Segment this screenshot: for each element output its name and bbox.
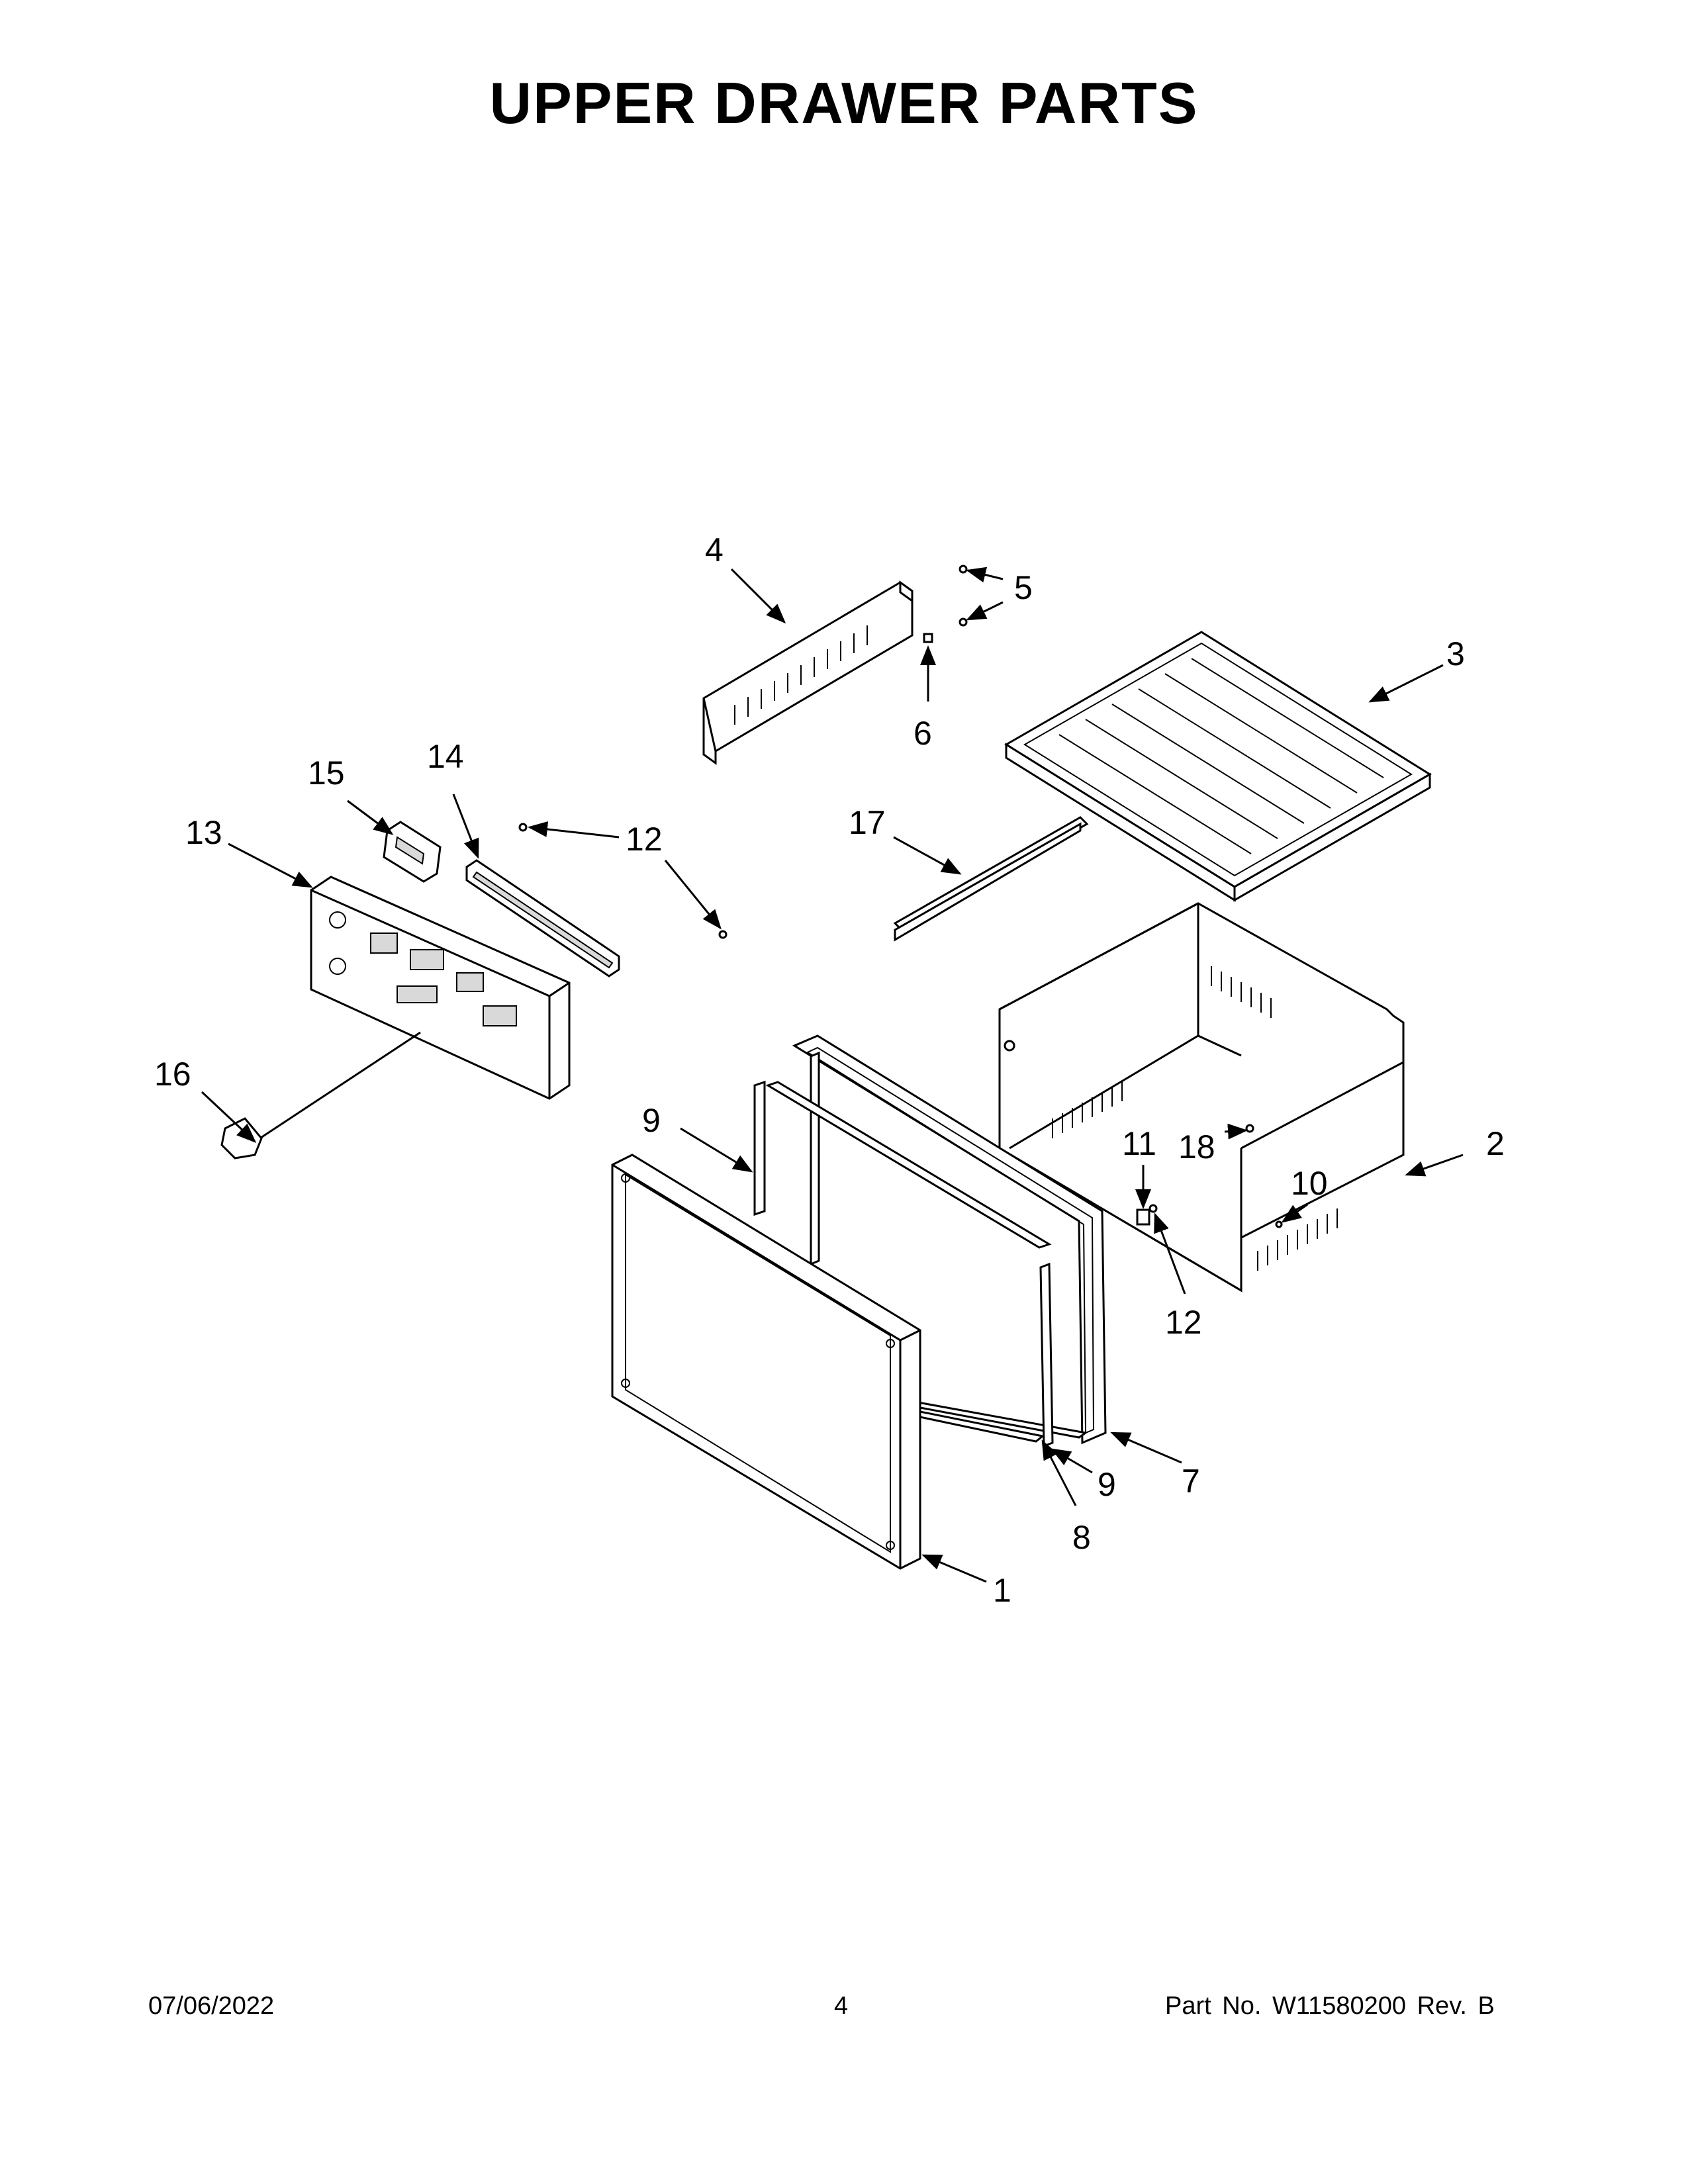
part-18-screw xyxy=(1245,1124,1254,1133)
part-3-shelf xyxy=(1004,631,1432,902)
callout-12-bottom: 12 xyxy=(1165,1304,1202,1341)
callout-13: 13 xyxy=(185,814,222,851)
footer-date: 07/06/2022 xyxy=(148,1992,275,2020)
part-2-drawer-bin xyxy=(998,902,1405,1293)
callout-6: 6 xyxy=(914,715,932,752)
part-10-screw xyxy=(1275,1220,1283,1228)
callout-2: 2 xyxy=(1486,1125,1505,1162)
callout-11: 11 xyxy=(1122,1125,1156,1162)
footer-part-number: Part No. W11580200 Rev. B xyxy=(1165,1992,1495,2020)
callout-5: 5 xyxy=(1014,569,1033,606)
part-4-rear-panel xyxy=(702,580,914,765)
callout-1: 1 xyxy=(993,1572,1011,1609)
callout-18: 18 xyxy=(1178,1128,1215,1165)
callout-16: 16 xyxy=(154,1056,191,1093)
part-6-clip xyxy=(923,633,933,643)
part-11-bracket xyxy=(1136,1208,1150,1226)
part-9-strips xyxy=(753,1080,1054,1448)
callout-7: 7 xyxy=(1182,1463,1200,1500)
callout-4: 4 xyxy=(705,531,724,569)
footer-page-number: 4 xyxy=(834,1992,849,2020)
part-14-display-bezel xyxy=(465,859,620,978)
part-15-module xyxy=(383,821,442,883)
part-17-rail xyxy=(893,816,1089,942)
callout-14: 14 xyxy=(427,738,464,775)
leader-lines xyxy=(201,567,1464,1583)
callout-10: 10 xyxy=(1291,1165,1328,1202)
callout-9-left: 9 xyxy=(642,1102,661,1139)
callout-3: 3 xyxy=(1446,635,1465,672)
part-13-control-housing xyxy=(310,876,571,1100)
part-5-screws xyxy=(959,565,968,627)
callout-17: 17 xyxy=(849,804,886,841)
part-12-screws xyxy=(518,823,1158,1213)
callout-8: 8 xyxy=(1072,1519,1091,1556)
callout-9-right: 9 xyxy=(1098,1466,1116,1503)
page-title: UPPER DRAWER PARTS xyxy=(489,70,1199,136)
callout-12-top: 12 xyxy=(626,821,663,858)
part-1-drawer-front xyxy=(611,1154,921,1570)
callout-15: 15 xyxy=(308,754,345,792)
